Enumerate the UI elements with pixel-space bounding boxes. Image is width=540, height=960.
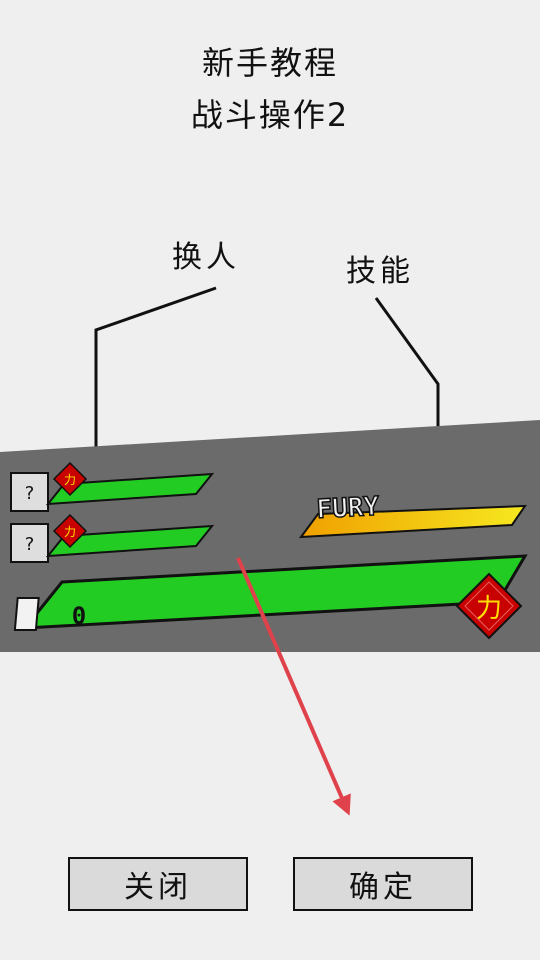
callout-skill: 技能	[346, 254, 414, 289]
slot2-health-bar	[45, 524, 215, 558]
slot1-power-icon: 力	[52, 461, 88, 497]
party-slot-1[interactable]: ? 力	[10, 461, 215, 512]
slot2-label: ?	[25, 534, 35, 555]
main-counter: 0	[13, 597, 86, 631]
close-button[interactable]: 关闭	[68, 857, 248, 911]
main-power-icon[interactable]: 力	[455, 572, 523, 640]
svg-text:力: 力	[64, 473, 76, 487]
svg-text:力: 力	[476, 594, 502, 624]
fury-skill-bar[interactable]: FURY	[298, 491, 527, 539]
slot2-power-icon: 力	[52, 513, 88, 549]
callout-line-switch	[94, 286, 217, 450]
confirm-button[interactable]: 确定	[293, 857, 473, 911]
party-slot-2[interactable]: ? 力	[10, 513, 215, 563]
slot1-health-bar	[45, 472, 215, 506]
tutorial-title: 新手教程	[201, 44, 338, 82]
tutorial-subtitle: 战斗操作2	[190, 96, 350, 134]
callout-switch-character: 换人	[172, 240, 240, 275]
svg-text:0: 0	[72, 602, 86, 630]
fury-label: FURY	[316, 492, 380, 525]
svg-text:力: 力	[64, 525, 76, 539]
slot1-label: ?	[25, 483, 35, 504]
tutorial-arrow	[236, 557, 351, 816]
